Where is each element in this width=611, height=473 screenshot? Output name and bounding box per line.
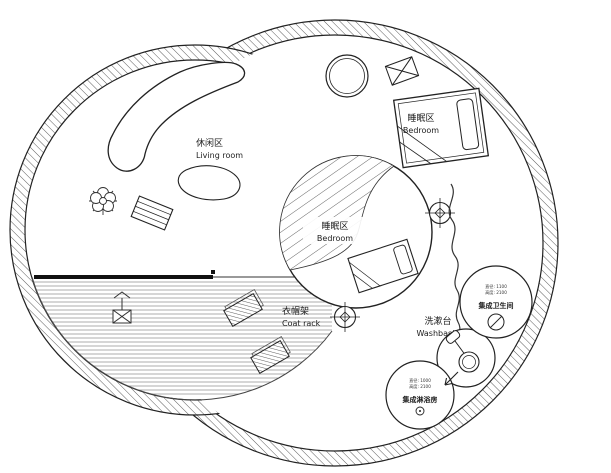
bathroom-pod-circle: 直径: 1100 高度: 2100 集成卫生间 [459,265,533,339]
flow-arrow [444,371,459,386]
coffee-table [177,165,241,201]
bedroom-center-label-zh: 睡眠区 [321,220,348,232]
curtain-squiggle [448,183,461,337]
shower-pod-circle: 直径: 1000 高度: 2100 集成淋浴房 [385,360,455,430]
bathroom-spec-line1: 直径: 1100 [485,283,507,289]
coat-rack-1 [223,289,264,327]
bedroom-center-label-en: Bedroom [317,234,353,243]
curved-sofa [107,61,246,172]
shower-drain-icon [415,406,425,416]
drain-icon [487,313,505,331]
bed-upper [392,87,490,169]
shower-label-zh: 集成淋浴房 [402,395,438,404]
bedroom-upper-label-zh: 睡眠区 [407,112,434,124]
bedroom-pod: 睡眠区 Bedroom [279,155,433,309]
round-table-inner [329,58,365,94]
coat-rack-2 [250,336,291,374]
washbasin-label-zh: 洗漱台 [424,315,451,327]
living-label-en: Living room [196,151,243,160]
shower-spec-line1: 直径: 1000 [409,377,431,383]
living-label-zh: 休闲区 [196,137,223,149]
coat-rack-label-en: Coat rack [282,319,321,328]
column-marker-a [425,198,455,228]
pod-bed [347,238,419,294]
bathroom-spec-line2: 高度: 2100 [485,289,507,296]
stool-x [384,56,420,86]
coat-rack-label-zh: 衣帽架 [282,305,309,317]
washbasin-label-en: Washbasin [417,329,460,338]
wall-end-tick [211,270,215,274]
bathroom-label-zh: 集成卫生间 [478,301,514,310]
pod-label-patch [303,217,367,244]
plant-icon [89,187,117,215]
washbasin-circle [436,328,496,388]
bedroom-upper-label-en: Bedroom [403,126,439,135]
shower-spec-line2: 高度: 2100 [409,383,431,390]
pod-pillow [393,244,413,275]
pillow [456,98,480,151]
round-table [325,54,369,98]
crosshair-icon [434,207,446,219]
column-marker-b [330,302,360,332]
faucet-icon [445,330,480,373]
side-table [130,195,174,231]
stove-icon [112,291,132,324]
crosshair-icon [339,311,351,323]
